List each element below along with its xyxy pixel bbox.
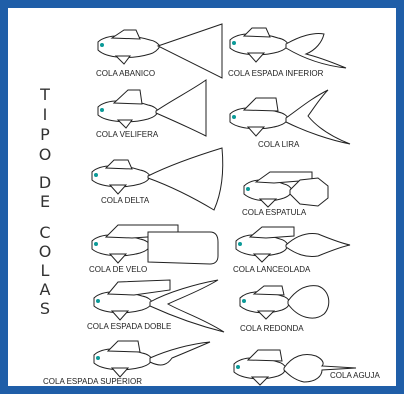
spear-tail-fish-icon xyxy=(236,227,350,262)
side-title-letter: C xyxy=(39,223,50,242)
side-title-letter: D xyxy=(39,173,51,192)
side-title-letter: L xyxy=(41,261,50,280)
tail-type-label: COLA ESPADA DOBLE xyxy=(87,322,171,331)
tail-type-label: COLA AGUJA xyxy=(330,371,380,380)
tail-type-label: COLA ESPATULA xyxy=(242,208,307,217)
tail-type-label: COLA DE VELO xyxy=(89,265,147,274)
tail-type-label: COLA ABANICO xyxy=(96,69,155,78)
side-title-letter: P xyxy=(40,125,50,144)
side-title-letter: S xyxy=(40,299,50,318)
tail-type-label: COLA LANCEOLADA xyxy=(233,265,311,274)
lyre-tail-fish-icon xyxy=(230,90,350,144)
side-title-letter: O xyxy=(39,242,52,261)
spade-tail-fish-icon xyxy=(244,172,328,207)
upper-sword-tail-fish-icon xyxy=(94,341,210,377)
side-title-letter: T xyxy=(39,85,50,104)
tail-type-label: COLA VELIFERA xyxy=(96,130,159,139)
tail-type-label: COLA ESPADA SUPERIOR xyxy=(43,377,142,386)
veil-tail-fish-icon xyxy=(98,80,206,136)
lower-sword-tail-fish-icon xyxy=(230,28,346,68)
flag-tail-fish-icon xyxy=(92,225,218,264)
tail-type-label: COLA ESPADA INFERIOR xyxy=(228,69,324,78)
round-tail-fish-icon xyxy=(240,286,329,319)
side-title-letter: I xyxy=(43,105,48,124)
side-title-letter: A xyxy=(40,280,51,299)
tail-type-label: COLA DELTA xyxy=(101,196,150,205)
side-title: T I P O D E C O L A S xyxy=(39,85,52,318)
side-title-letter: O xyxy=(39,145,52,164)
side-title-letter: E xyxy=(40,192,50,211)
tail-type-label: COLA LIRA xyxy=(258,140,300,149)
tail-type-label: COLA REDONDA xyxy=(240,324,304,333)
